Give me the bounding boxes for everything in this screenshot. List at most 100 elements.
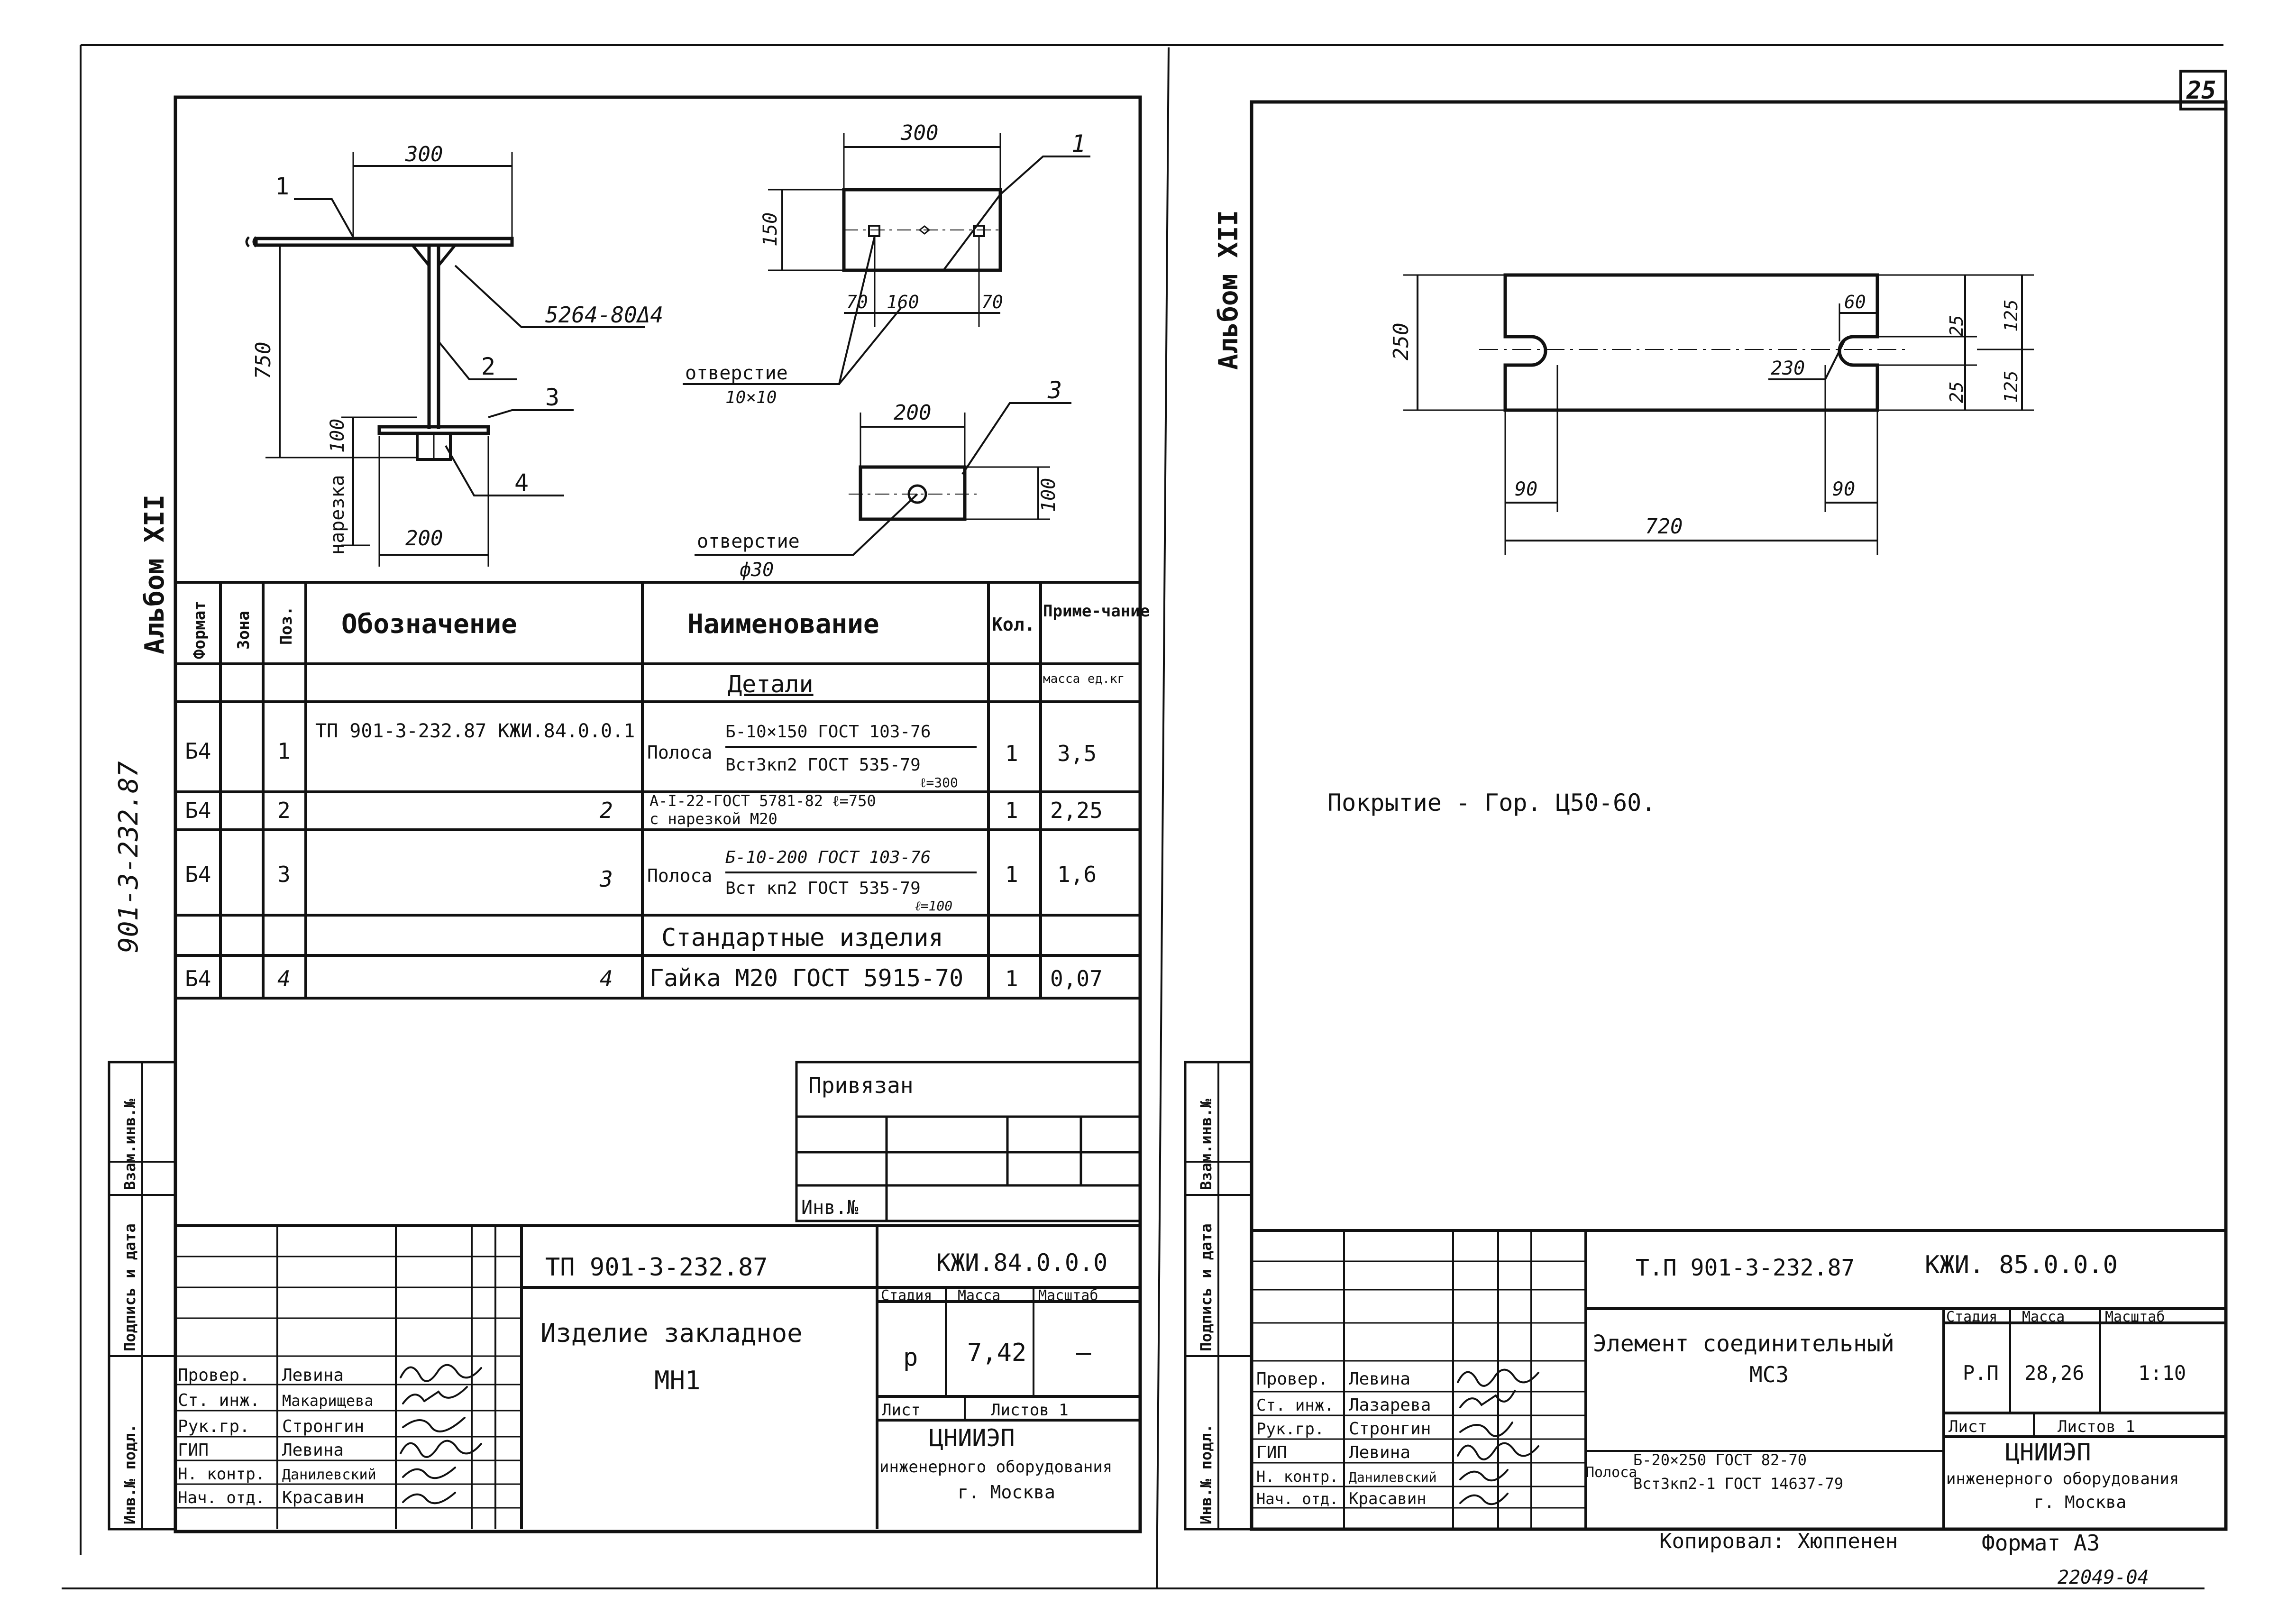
- plate1-callout: 1: [1071, 130, 1086, 157]
- right-org-3: г. Москва: [2034, 1493, 2126, 1512]
- left-role-3: ГИП: [178, 1440, 209, 1460]
- spec-header-pos: Поз.: [277, 606, 296, 645]
- row4-note: 0,07: [1050, 966, 1103, 991]
- left-org-2: инженерного оборудования: [879, 1458, 1112, 1477]
- r-dim-r230: 230: [1771, 358, 1805, 379]
- row2-name-bot: с нарезкой М20: [649, 810, 778, 828]
- left-title-line2: МН1: [654, 1366, 701, 1395]
- plate3-width: 200: [894, 401, 931, 425]
- spec-header-designation: Обозначение: [341, 609, 517, 640]
- right-material-bot: Вст3кп2-1 ГОСТ 14637-79: [1633, 1475, 1843, 1493]
- weld-note: 5264-80Δ4: [545, 302, 663, 328]
- right-code: КЖИ. 85.0.0.0: [1925, 1251, 2118, 1279]
- left-role-5: Нач. отд.: [178, 1488, 265, 1507]
- row1-note: 3,5: [1057, 741, 1097, 766]
- row2-qty: 1: [1005, 798, 1018, 823]
- side-stamp-inv-podl: Инв.№ подл.: [121, 1424, 139, 1524]
- left-role-2: Рук.гр.: [178, 1417, 250, 1436]
- row1-name-top: Б-10×150 ГОСТ 103-76: [725, 722, 931, 742]
- left-people-list: Провер. Левина Ст. инж. Макарищева Рук.г…: [178, 1366, 376, 1507]
- callout-4: 4: [514, 469, 529, 496]
- left-code: КЖИ.84.0.0.0: [936, 1249, 1107, 1276]
- right-sheet-header: Лист: [1948, 1417, 1987, 1436]
- right-role-3: ГИП: [1256, 1443, 1287, 1462]
- dim-top-width: 300: [405, 142, 443, 166]
- left-org-3: г. Москва: [958, 1482, 1055, 1503]
- dim-thread-label: нарезка: [327, 475, 348, 555]
- r-dim-125b: 125: [2001, 370, 2022, 403]
- hole3-size: ф30: [740, 559, 774, 581]
- dim-height: 750: [251, 342, 275, 379]
- left-title-line1: Изделие закладное: [540, 1318, 803, 1348]
- r-dim-left90: 90: [1515, 478, 1537, 500]
- album-label-right: Альбом XII: [1213, 210, 1244, 370]
- side-stamp-inv-podl-right: Инв.№ подл.: [1197, 1424, 1215, 1524]
- copied-by: Копировал: Хюппенен: [1659, 1529, 1898, 1553]
- dim-bottom-width: 200: [405, 526, 443, 551]
- right-scale: 1:10: [2138, 1361, 2186, 1385]
- left-doc-no: ТП 901-3-232.87: [545, 1253, 768, 1282]
- callout-1: 1: [275, 173, 289, 200]
- row1-name-bot: Вст3кп2 ГОСТ 535-79: [725, 755, 921, 775]
- right-sheets-header: Листов 1: [2058, 1417, 2135, 1436]
- left-name-3: Левина: [282, 1440, 344, 1460]
- right-stage-header: Стадия: [1946, 1309, 1997, 1325]
- row1-format: Б4: [185, 738, 211, 764]
- right-role-4: Н. контр.: [1256, 1468, 1338, 1486]
- right-role-5: Нач. отд.: [1256, 1490, 1338, 1508]
- right-name-0: Левина: [1349, 1369, 1410, 1389]
- left-name-1: Макарищева: [282, 1392, 374, 1410]
- right-title-line2: МС3: [1749, 1362, 1789, 1387]
- privyazan-label: Привязан: [808, 1073, 914, 1098]
- left-name-2: Стронгин: [282, 1417, 364, 1436]
- hole1-size: 10×10: [725, 388, 777, 407]
- left-stage-header: Стадия: [881, 1287, 932, 1304]
- page-number: 25: [2186, 76, 2216, 105]
- right-material-top: Б-20×250 ГОСТ 82-70: [1633, 1451, 1807, 1469]
- dim-nut-len: 100: [327, 419, 348, 453]
- row1-qty: 1: [1005, 741, 1018, 766]
- plate1-d3: 70: [981, 292, 1003, 312]
- row4-qty: 1: [1005, 966, 1018, 991]
- left-signatures: [400, 1364, 482, 1505]
- row3-pos: 3: [277, 862, 291, 887]
- left-scale-header: Масштаб: [1038, 1287, 1098, 1304]
- r-dim-25a: 25: [1946, 315, 1967, 337]
- row4-designation: 4: [600, 966, 613, 991]
- right-material-prefix: Полоса: [1586, 1464, 1637, 1481]
- album-label-left: Альбом XII: [139, 495, 170, 654]
- left-part-drawing: [245, 133, 1090, 567]
- right-stage: Р.П: [1963, 1361, 1999, 1385]
- right-scale-header: Масштаб: [2105, 1309, 2165, 1325]
- right-name-4: Данилевский: [1349, 1469, 1436, 1485]
- right-title-line1: Элемент соединительный: [1593, 1330, 1894, 1357]
- archive-no: 22049-04: [2058, 1567, 2149, 1588]
- row4-format: Б4: [185, 966, 211, 991]
- r-dim-25b: 25: [1946, 381, 1967, 403]
- row3-name-bot: Вст кп2 ГОСТ 535-79: [725, 879, 921, 898]
- side-stamp-podpis-data-right: Подпись и дата: [1197, 1223, 1215, 1351]
- right-doc-no: Т.П 901-3-232.87: [1636, 1255, 1855, 1281]
- r-dim-length: 720: [1645, 514, 1683, 539]
- row1-name-prefix: Полоса: [647, 742, 712, 763]
- row3-qty: 1: [1005, 862, 1018, 887]
- format-label: Формат А3: [1982, 1530, 2100, 1556]
- row1-pos: 1: [277, 738, 291, 764]
- row4-pos: 4: [277, 966, 291, 991]
- spec-header-format: Формат: [190, 601, 209, 659]
- coating-note: Покрытие - Гор. Ц50-60.: [1327, 789, 1656, 817]
- left-sheet-header: Лист: [882, 1401, 921, 1420]
- right-mass-header: Масса: [2022, 1309, 2065, 1325]
- hole1-label: отверстие: [685, 362, 788, 384]
- right-part-drawing: [1403, 273, 2034, 555]
- hole3-label: отверстие: [697, 531, 800, 552]
- doc-code-vertical: 901-3-232.87: [113, 761, 144, 953]
- inv-no-label: Инв.№: [801, 1197, 858, 1219]
- row4-name: Гайка М20 ГОСТ 5915-70: [649, 964, 963, 992]
- left-role-4: Н. контр.: [178, 1465, 265, 1484]
- left-mass: 7,42: [967, 1339, 1026, 1367]
- spec-header-name: Наименование: [687, 609, 879, 640]
- left-name-0: Левина: [282, 1366, 344, 1385]
- plate3-height: 100: [1038, 478, 1060, 512]
- r-dim-height: 250: [1389, 323, 1413, 360]
